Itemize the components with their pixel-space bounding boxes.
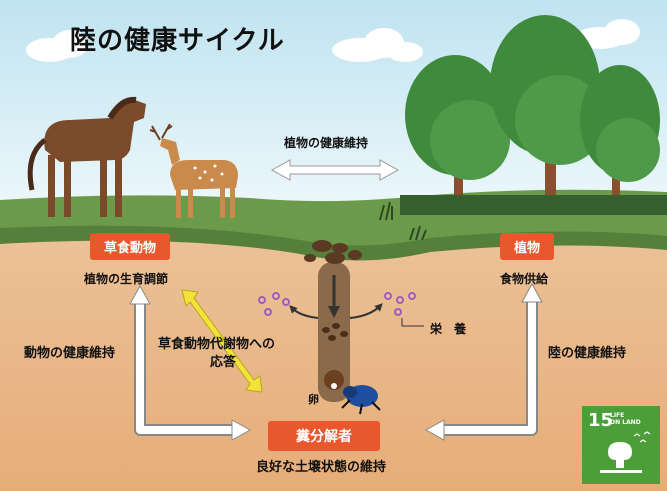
sdg-title-line1: LIFE <box>610 412 625 419</box>
nutrient-dots-left <box>258 292 290 316</box>
label-plant-growth: 植物の生育調節 <box>84 272 169 286</box>
sdg-number: 15 <box>588 410 614 431</box>
badge-plant: 植物 <box>500 233 555 260</box>
badge-decomposer: 糞分解者 <box>268 421 380 451</box>
egg <box>331 383 337 389</box>
label-land-health: 陸の健康維持 <box>548 346 627 361</box>
double-arrow-plant-health <box>270 159 400 181</box>
sdg15-icon: 15 LIFE ON LAND <box>582 406 660 484</box>
yellow-double-arrow <box>181 289 263 393</box>
label-nutrients: 栄 養 <box>430 322 467 336</box>
grass-tufts <box>379 201 427 241</box>
label-metabolite-response-2: 応答 <box>210 355 237 370</box>
dung-tunnel <box>318 262 350 402</box>
dung-ball <box>324 370 344 390</box>
badge-herbivore: 草食動物 <box>90 233 171 260</box>
nutrient-arrow-right <box>349 303 383 319</box>
label-plant-health: 植物の健康維持 <box>284 136 369 150</box>
label-soil: 良好な土壌状態の維持 <box>256 460 387 475</box>
cloud-left <box>26 30 88 62</box>
nutrient-dots-right <box>384 292 416 316</box>
tree-birds-icon <box>600 431 651 473</box>
nutrient-arrow-left <box>289 305 319 319</box>
sdg-title: LIFE ON LAND <box>610 412 641 426</box>
dung-pile <box>304 240 362 264</box>
label-egg: 卵 <box>308 393 319 406</box>
trees <box>400 15 667 215</box>
horse-illustration <box>27 96 146 217</box>
label-metabolite-response-1: 草食動物代謝物への <box>158 337 276 352</box>
deer-illustration <box>149 123 238 218</box>
sdg-title-line2: ON LAND <box>610 419 641 426</box>
dung-pellets <box>322 323 348 341</box>
label-animal-health: 動物の健康維持 <box>24 346 116 361</box>
cloud-center <box>332 28 423 62</box>
page-title: 陸の健康サイクル <box>70 26 285 56</box>
dung-beetle-illustration <box>341 385 381 415</box>
nutrient-leader <box>401 318 424 327</box>
label-food-supply: 食物供給 <box>500 272 549 286</box>
